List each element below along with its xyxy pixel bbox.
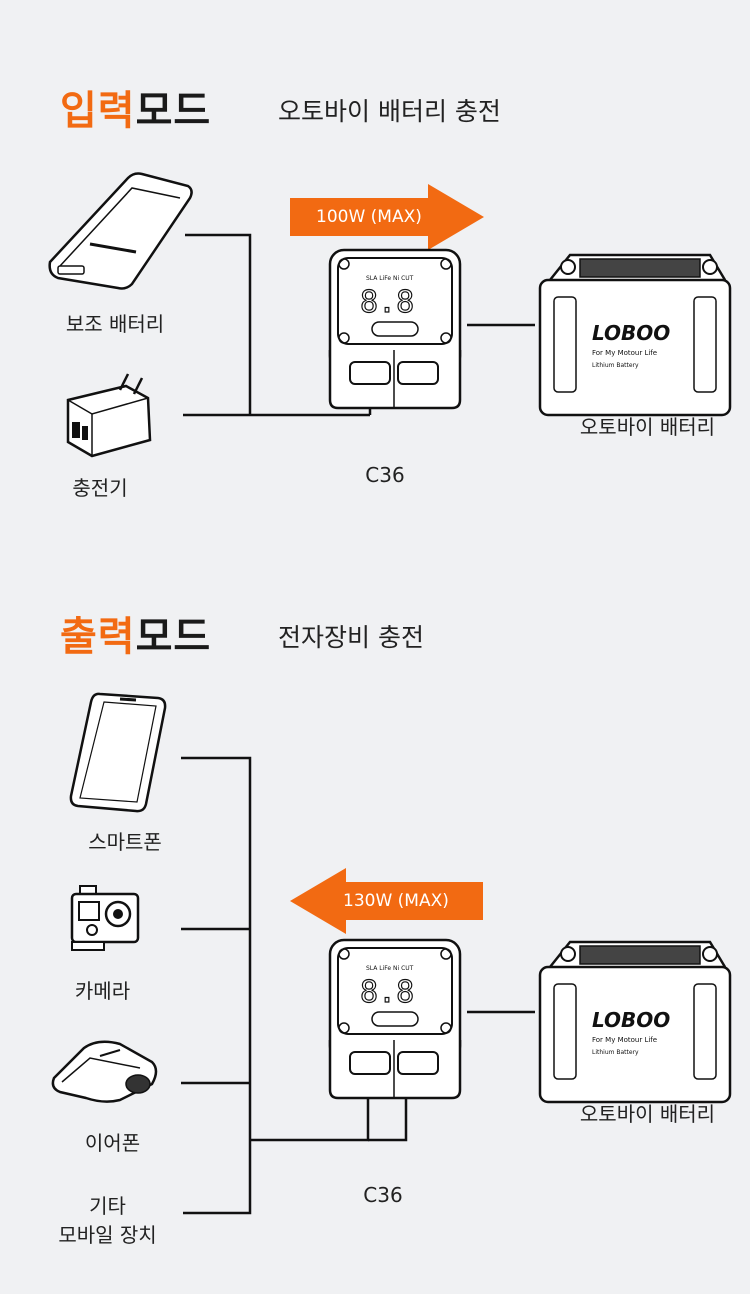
arrow-left-icon xyxy=(290,868,483,934)
smartphone-icon xyxy=(69,692,167,813)
output-mode-subtitle: 전자장비 충전 xyxy=(278,623,424,652)
input-mode-title-accent: 입력 xyxy=(60,88,136,134)
input-connection-lines xyxy=(183,233,535,417)
wall-charger-icon xyxy=(66,373,152,458)
c36-label-input: C36 xyxy=(365,463,405,487)
motorcycle-battery-label-output: 오토바이 배터리 xyxy=(579,1102,716,1126)
bluetooth-headset-icon xyxy=(51,1040,158,1103)
motorcycle-battery-icon-output xyxy=(538,940,732,1104)
arrow-right-icon xyxy=(290,184,484,250)
other-device-label-1: 기타 xyxy=(89,1194,126,1218)
charger-label: 충전기 xyxy=(72,476,128,500)
output-connection-lines xyxy=(181,756,535,1215)
motorcycle-battery-icon xyxy=(538,253,732,417)
input-mode-title-rest: 모드 xyxy=(135,88,212,134)
power-bank-icon xyxy=(48,172,193,290)
input-mode-title: 입력모드 xyxy=(60,78,211,136)
input-arrow-label: 100W (MAX) xyxy=(316,207,422,227)
c36-device-input xyxy=(328,248,462,410)
output-mode-title: 출력모드 xyxy=(60,604,211,662)
smartphone-label: 스마트폰 xyxy=(88,830,162,854)
c36-device-output xyxy=(328,938,462,1100)
camera-label: 카메라 xyxy=(74,979,131,1003)
output-mode-title-accent: 출력 xyxy=(60,614,136,660)
motorcycle-battery-label-input: 오토바이 배터리 xyxy=(579,415,716,439)
output-arrow-label: 130W (MAX) xyxy=(343,891,449,911)
output-mode-title-rest: 모드 xyxy=(135,614,212,660)
earphone-label: 이어폰 xyxy=(84,1131,141,1155)
power-bank-label: 보조 배터리 xyxy=(65,312,165,336)
action-camera-icon xyxy=(70,885,140,951)
c36-label-output: C36 xyxy=(363,1183,403,1207)
other-device-label-2: 모바일 장치 xyxy=(58,1223,157,1247)
input-mode-subtitle: 오토바이 배터리 충전 xyxy=(278,97,501,126)
